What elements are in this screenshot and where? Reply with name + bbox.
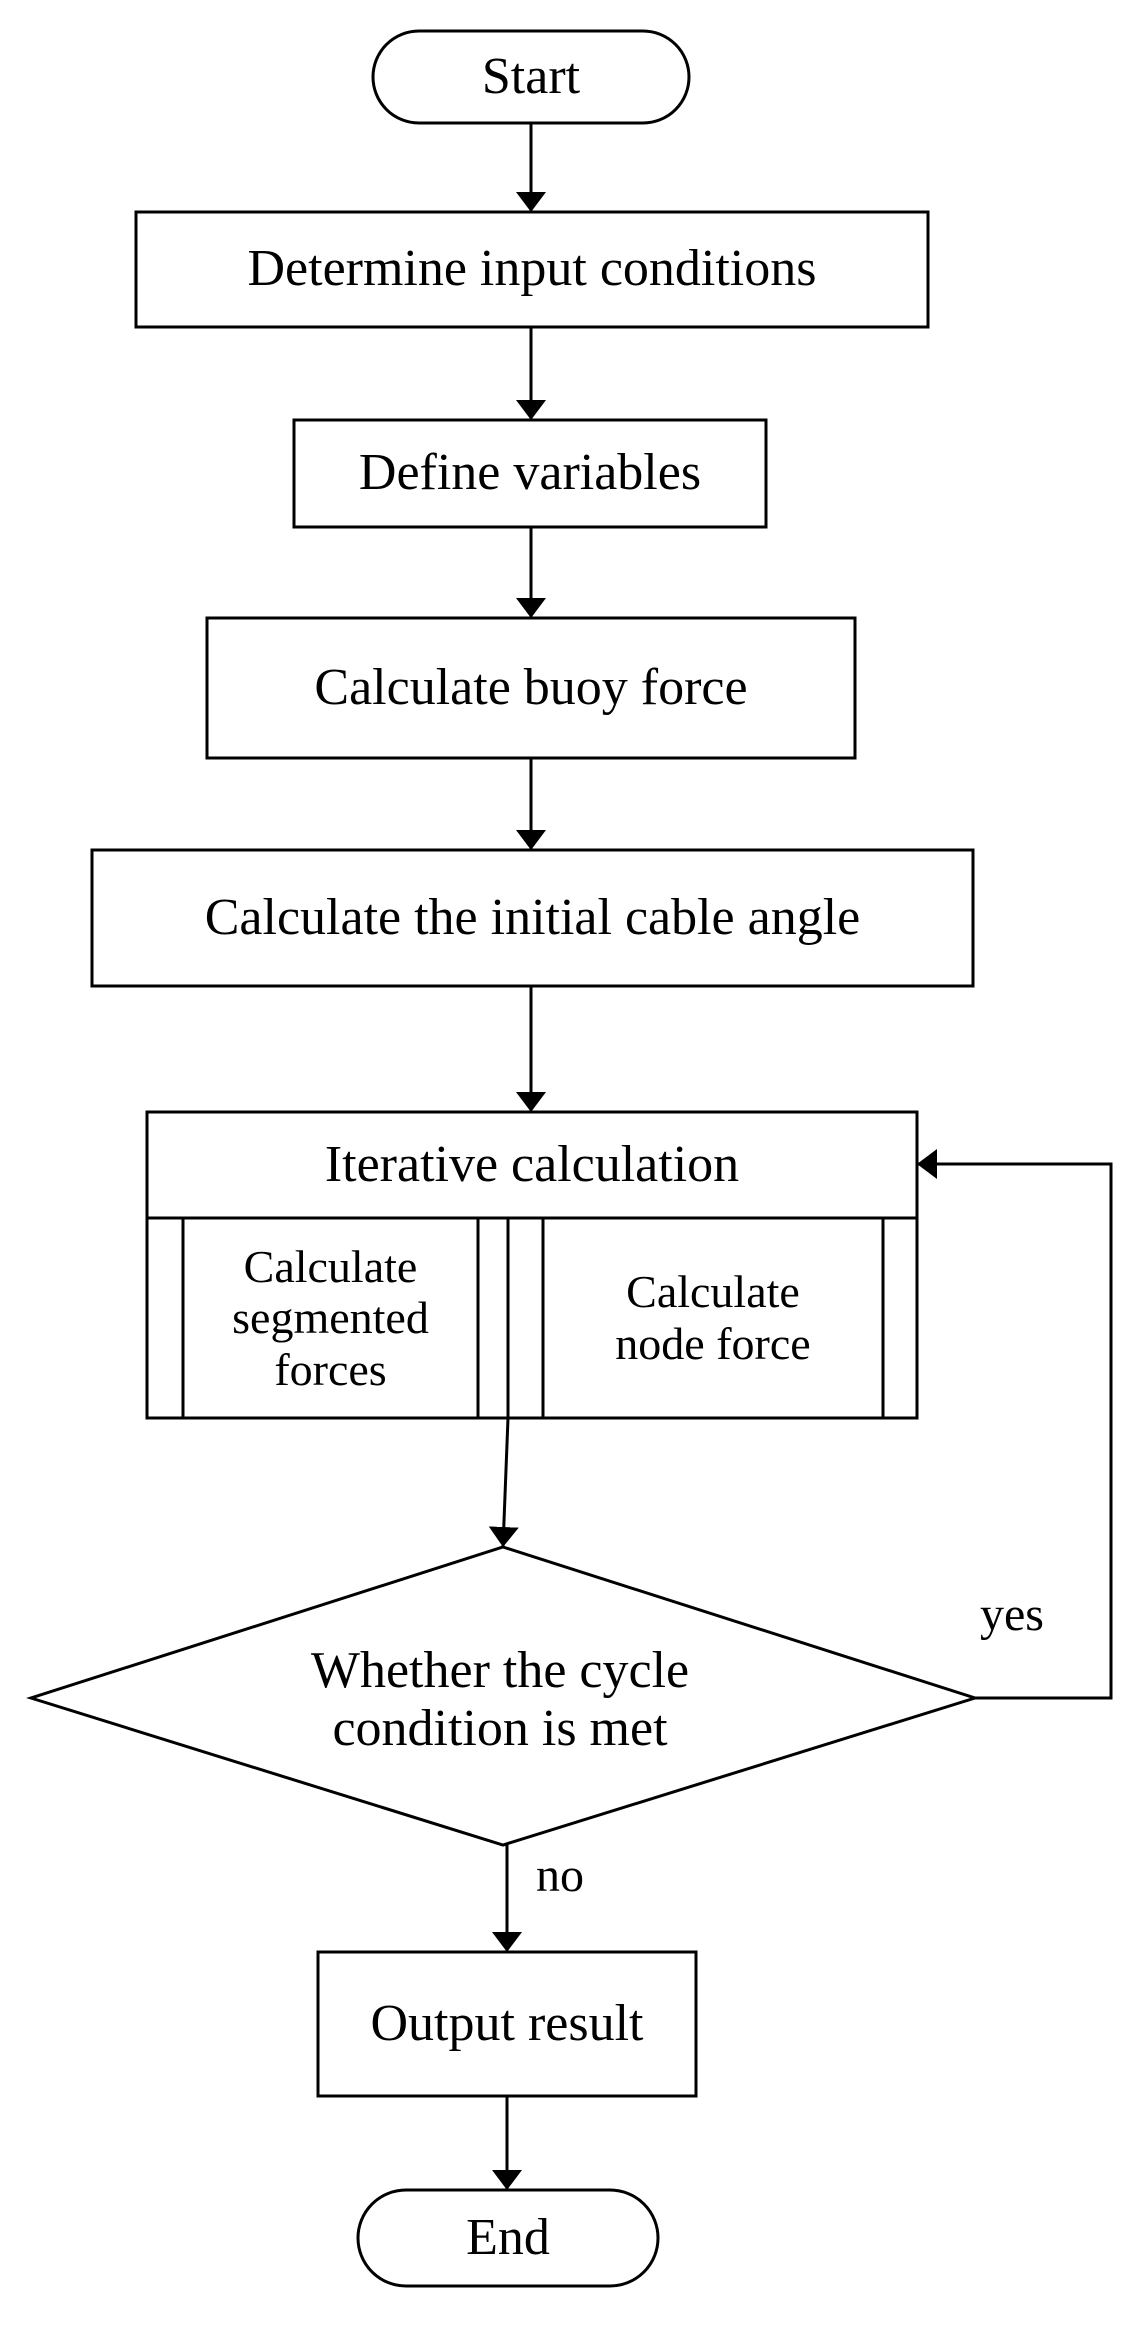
cycle-condition-diamond: [26, 1545, 980, 1847]
node-force-label: Calculate node force: [615, 1266, 811, 1369]
end-label: End: [466, 2208, 550, 2266]
define-variables-label: Define variables: [358, 444, 702, 502]
output-result-label: Output result: [370, 1994, 644, 2052]
buoy-force-label: Calculate buoy force: [314, 658, 748, 716]
edge-yes-label: yes: [980, 1588, 1044, 1642]
iteration-title: Iterative calculation: [324, 1135, 740, 1193]
cycle-condition-label: Whether the cycle condition is met: [310, 1641, 690, 1757]
input-conditions-label: Determine input conditions: [247, 240, 817, 298]
initial-cable-angle-label: Calculate the initial cable angle: [204, 888, 861, 946]
start-label: Start: [481, 47, 581, 105]
arrow-iteration-to-decision: [488, 1417, 519, 1548]
arrow-yes-loop: [917, 1149, 1113, 1700]
segmented-forces-label: Calculate segmented forces: [232, 1240, 429, 1395]
edge-no-label: no: [536, 1849, 584, 1903]
